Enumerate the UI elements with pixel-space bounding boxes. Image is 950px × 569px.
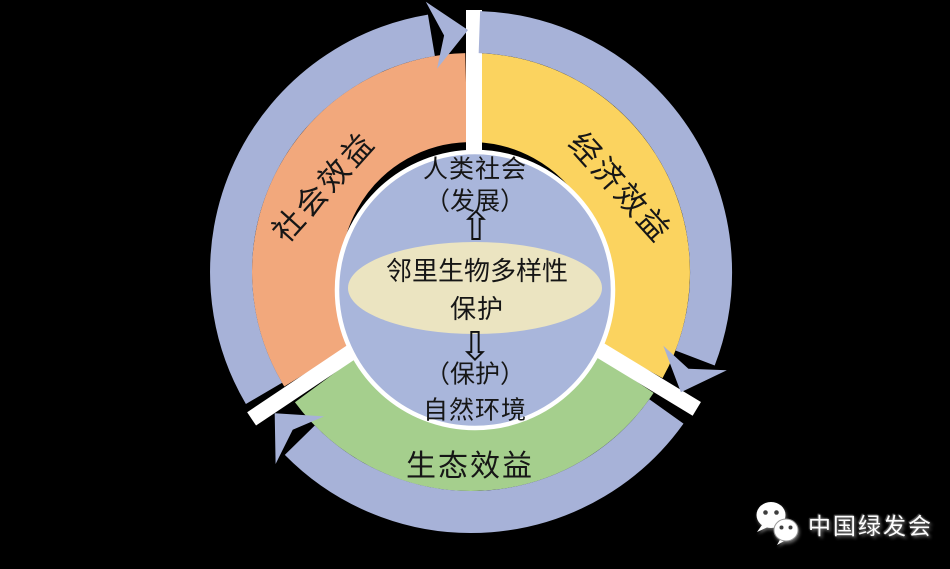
down-arrow-icon: ⇩	[458, 324, 492, 370]
label-ecological-benefit: 生态效益	[406, 450, 534, 483]
ecological-benefit-arc	[294, 342, 654, 491]
development-text: （发展）	[424, 187, 526, 216]
up-arrow-icon: ⇧	[459, 204, 493, 250]
natural-environment-text: 自然环境	[422, 396, 528, 425]
arrowhead-top-icon	[425, 1, 468, 69]
small-bubble-left-eye	[779, 525, 784, 530]
big-bubble-left-eye	[763, 510, 768, 515]
ring-segment-left	[210, 14, 435, 405]
core-ellipse	[348, 242, 602, 334]
social-benefit-arc	[252, 53, 469, 387]
human-society-text: 人类社会	[422, 155, 528, 184]
watermark-text: 中国绿发会	[808, 513, 933, 539]
big-bubble-right-eye	[774, 510, 779, 515]
small-bubble	[773, 518, 799, 542]
economic-benefit-arc	[473, 53, 690, 379]
protection-text: （保护）	[424, 360, 526, 389]
small-bubble-right-eye	[788, 525, 793, 530]
wechat-bubbles-icon	[756, 502, 799, 545]
ring-segment-bottom	[284, 399, 684, 534]
core-title-line2: 保护	[449, 294, 505, 324]
watermark: 中国绿发会	[752, 500, 933, 548]
ring-segment-right	[478, 11, 733, 366]
arrowhead-bottom-left-icon	[274, 413, 325, 464]
core-title-line1: 邻里生物多样性	[385, 256, 569, 286]
arrowhead-right-icon	[663, 345, 727, 393]
